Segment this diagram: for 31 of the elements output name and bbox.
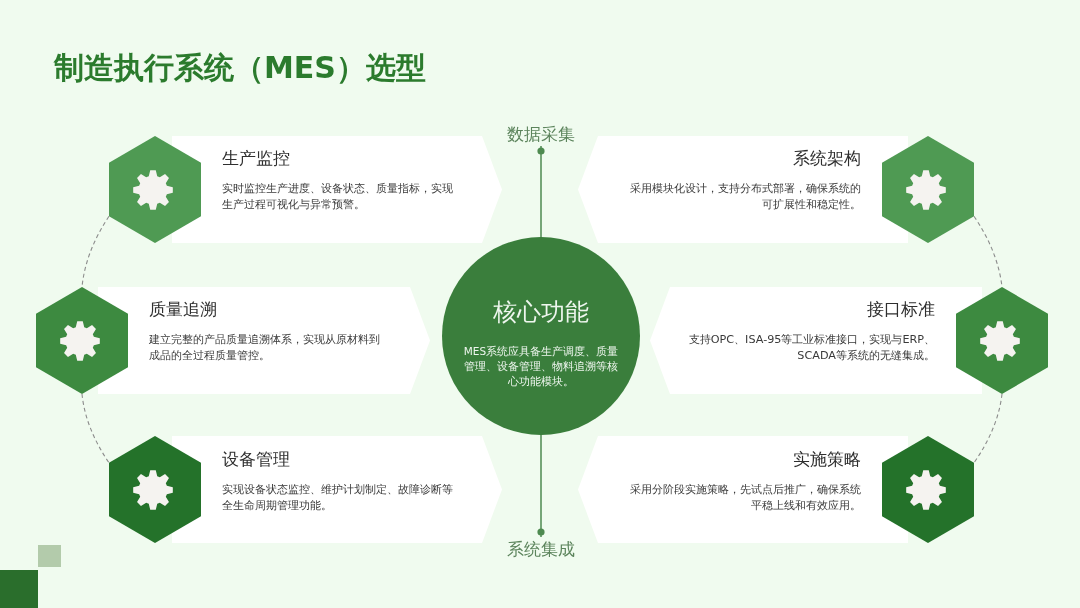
hexagon — [956, 287, 1048, 394]
hexagon — [882, 136, 974, 243]
section-label: 系统集成 — [507, 537, 575, 561]
info-card — [172, 136, 502, 243]
info-card — [578, 136, 908, 243]
card-text: 实现设备状态监控、维护计划制定、故障诊断等全生命周期管理功能。 — [222, 482, 454, 514]
card-heading: 实施策略 — [793, 448, 861, 470]
card-heading: 接口标准 — [867, 298, 935, 320]
dashed-connector — [81, 215, 110, 288]
info-card — [650, 287, 982, 394]
card-heading: 设备管理 — [222, 448, 290, 470]
dashed-connector — [973, 393, 1003, 464]
info-card — [578, 436, 908, 543]
connector-line — [537, 145, 545, 238]
info-card — [172, 436, 502, 543]
card-text: 采用分阶段实施策略，先试点后推广，确保系统平稳上线和有效应用。 — [629, 482, 861, 514]
connector-line — [537, 434, 545, 538]
card-text: 建立完整的产品质量追溯体系，实现从原材料到成品的全过程质量管控。 — [149, 332, 381, 364]
card-heading: 生产监控 — [222, 147, 290, 169]
hexagon — [882, 436, 974, 543]
info-card — [98, 287, 430, 394]
card-text: 实时监控生产进度、设备状态、质量指标，实现生产过程可视化与异常预警。 — [222, 181, 454, 213]
circle-text: MES系统应具备生产调度、质量管理、设备管理、物料追溯等核心功能模块。 — [462, 344, 620, 389]
section-label: 数据采集 — [507, 122, 575, 146]
card-heading: 质量追溯 — [149, 298, 217, 320]
dashed-connector — [81, 393, 110, 464]
card-text: 支持OPC、ISA-95等工业标准接口，实现与ERP、SCADA等系统的无缝集成。 — [687, 332, 935, 364]
card-heading: 系统架构 — [793, 147, 861, 169]
card-text: 采用模块化设计，支持分布式部署，确保系统的可扩展性和稳定性。 — [629, 181, 861, 213]
circle-heading: 核心功能 — [493, 297, 589, 327]
page-title: 制造执行系统（MES）选型 — [54, 49, 426, 87]
